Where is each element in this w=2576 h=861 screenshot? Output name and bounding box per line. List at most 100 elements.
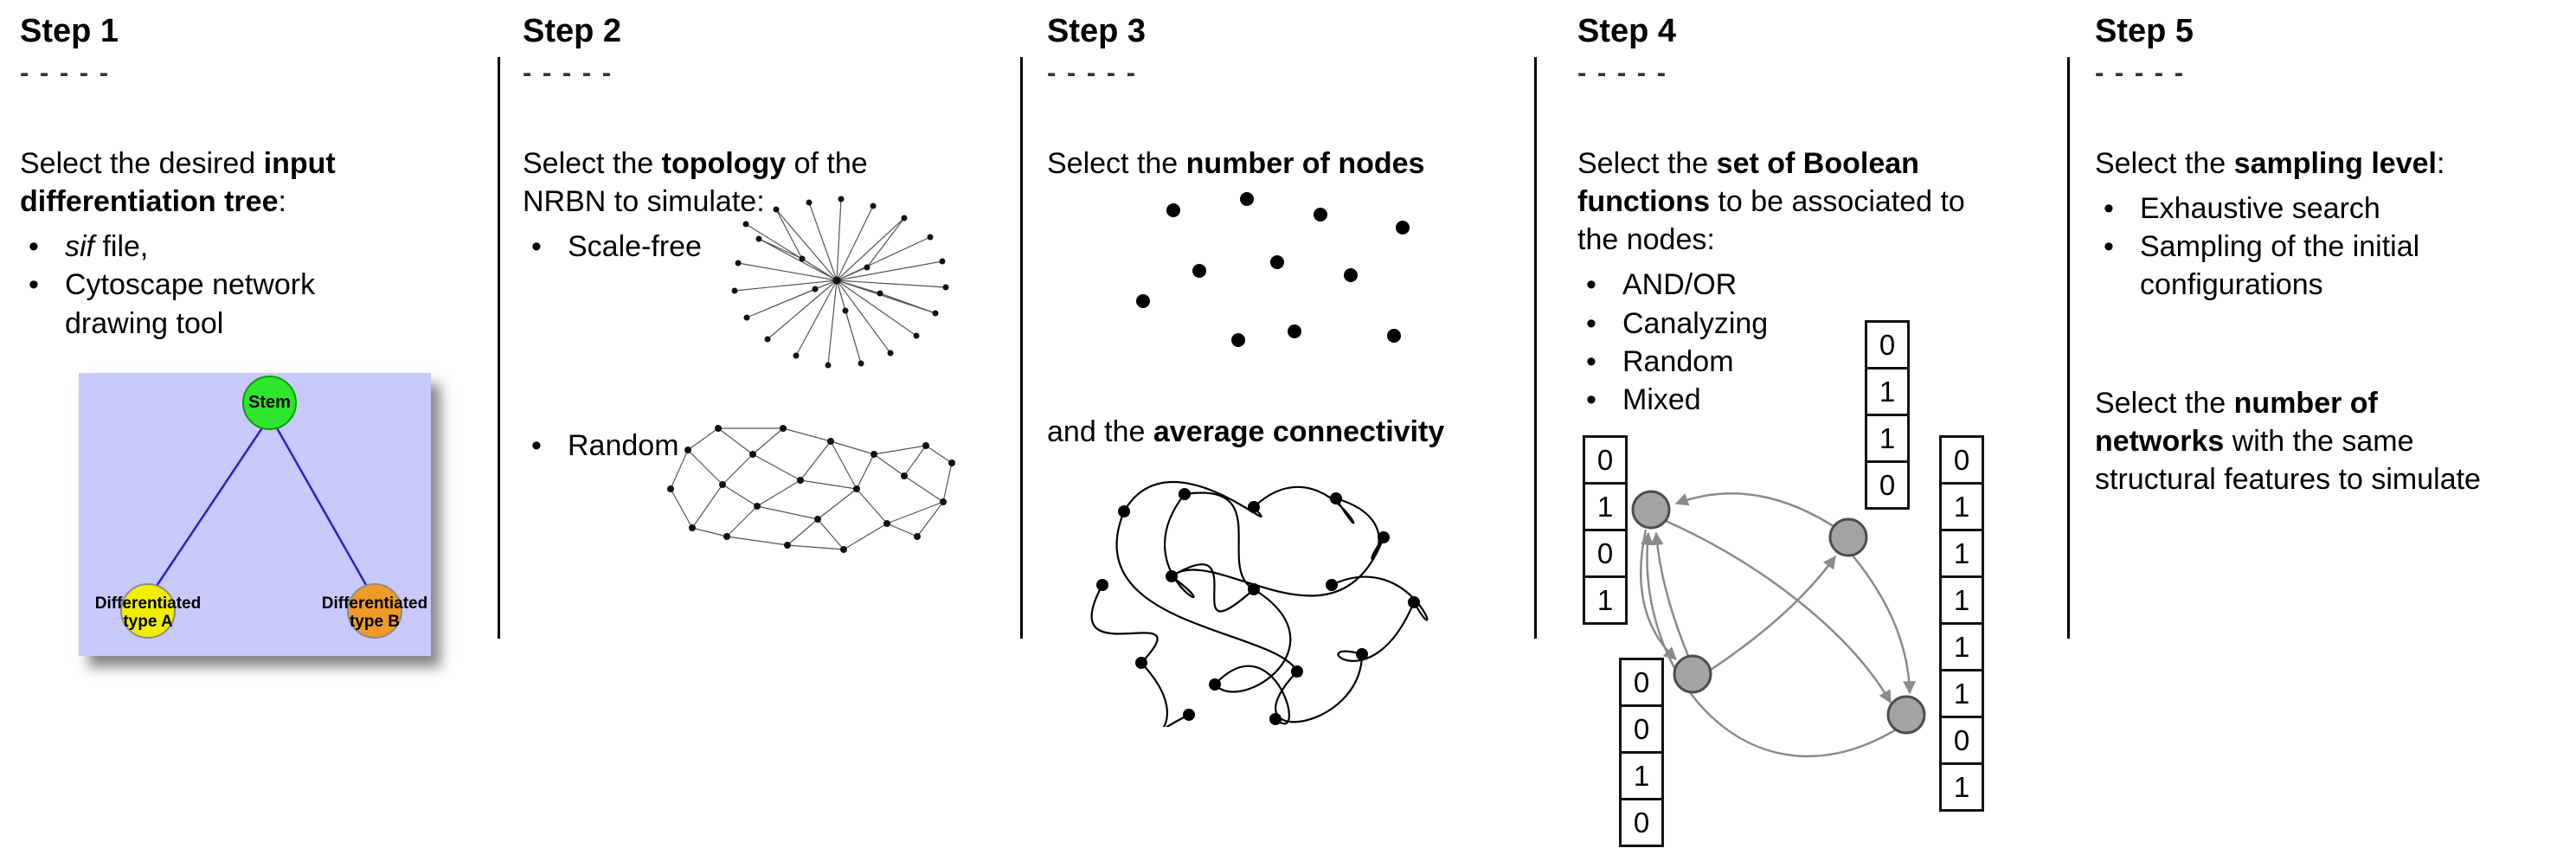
bullet-marker: •: [1586, 268, 1596, 302]
text-segment: Select the: [1047, 146, 1186, 180]
label-line: type A: [123, 613, 173, 631]
text-segment: the nodes:: [1577, 223, 1715, 257]
column-divider: [1020, 57, 1023, 639]
boolean-function-cell: 1: [1939, 482, 1984, 531]
boolean-function-cell: 1: [1939, 669, 1984, 718]
step-3-dashes: - - - - -: [1047, 56, 1138, 87]
text-segment: Random: [1622, 344, 1734, 378]
bullet-text: AND/OR: [1622, 266, 2059, 304]
boolean-function-cell: 1: [1583, 482, 1628, 531]
step-1-title: Step 1: [20, 13, 119, 49]
text-segment: :: [278, 184, 286, 218]
bullet-item: • AND/OR: [1577, 266, 2059, 304]
text-segment: Select the: [523, 146, 662, 180]
scale-free-network-figure: [707, 194, 961, 381]
text-segment: average connectivity: [1153, 415, 1445, 448]
boolean-function-cell: 0: [1939, 435, 1984, 485]
text-segment: :: [2436, 146, 2445, 180]
text-segment: file,: [94, 230, 149, 264]
connectivity-nodes: [1096, 488, 1420, 725]
bullet-marker: •: [531, 429, 542, 463]
step-5-bullets: • Exhaustive search • Sampling of the in…: [2095, 190, 2567, 305]
boolean-function-cell: 1: [1865, 414, 1910, 463]
text-segment: Scale-free: [568, 230, 702, 264]
scale-free-nodes: [731, 196, 949, 369]
step-2-column: Step 2 - - - - - Select the topology of …: [498, 0, 1020, 851]
bullet-marker: •: [2104, 191, 2114, 225]
label-line: Differentiated: [321, 594, 428, 613]
boolean-function-cell: 0: [1865, 460, 1910, 510]
step-5-title: Step 5: [2095, 13, 2194, 49]
text-segment: Mixed: [1622, 382, 1701, 416]
random-network-edges: [670, 427, 953, 550]
step-1-column: Step 1 - - - - - Select the desired inpu…: [0, 0, 498, 851]
bullet-marker: •: [29, 268, 39, 302]
text-segment: Sampling of the initial: [2140, 230, 2420, 264]
bullet-item: • Scale-free: [523, 228, 1005, 266]
differentiated-type-a-node: [120, 583, 176, 639]
step-3-title: Step 3: [1047, 13, 1147, 49]
text-segment: AND/OR: [1622, 268, 1738, 302]
text-segment: Select the: [2095, 146, 2234, 180]
step-2-title: Step 2: [523, 13, 622, 49]
text-segment: Cytoscape network: [65, 268, 316, 302]
boolean-function-cell: 1: [1939, 762, 1984, 812]
text-segment: functions: [1577, 184, 1710, 218]
text-segment: sif: [65, 230, 94, 264]
text-segment: Random: [568, 429, 679, 463]
column-divider: [498, 57, 500, 639]
bullet-marker: •: [29, 230, 39, 264]
column-divider: [2067, 57, 2070, 639]
step-4-column: Step 4 - - - - - Select the set of Boole…: [1534, 0, 2067, 851]
bullet-item: • sif file,: [20, 228, 482, 266]
text-segment: Select the desired: [20, 146, 264, 180]
differentiated-type-b-label: Differentiated type B: [305, 594, 444, 631]
connectivity-graph-figure: [1076, 464, 1446, 727]
step-3-intro: Select the number of nodes: [1047, 145, 1522, 183]
text-segment: Select the: [1577, 146, 1717, 180]
bullet-marker: •: [1586, 344, 1596, 378]
boolean-function-cell: 1: [1619, 751, 1664, 800]
text-segment: differentiation tree: [20, 184, 279, 218]
text-segment: and the: [1047, 415, 1153, 448]
step-5-intro: Select the sampling level:: [2095, 145, 2567, 183]
boolean-function-cell: 1: [1939, 529, 1984, 578]
step-5-column: Step 5 - - - - - Select the sampling lev…: [2067, 0, 2576, 851]
text-segment: of the: [786, 146, 868, 180]
step-2-dashes: - - - - -: [523, 56, 613, 87]
step-2-bullets: • Scale-free • Random: [523, 228, 1005, 465]
bullet-marker: •: [531, 230, 542, 264]
label-line: type B: [349, 613, 401, 631]
differentiated-type-b-node: [347, 583, 402, 639]
random-network-figure: [658, 407, 956, 562]
text-segment: number of: [2233, 386, 2378, 420]
column-divider: [1534, 57, 1537, 639]
boolean-function-cell: 1: [1939, 622, 1984, 671]
label-line: Differentiated: [94, 594, 202, 613]
text-segment: input: [263, 146, 336, 180]
bullet-text: sif file,: [65, 228, 482, 266]
text-segment: with the same: [2224, 424, 2414, 458]
text-segment: set of Boolean: [1716, 146, 1919, 180]
scatter-dots: [1136, 192, 1410, 347]
bullet-text: Exhaustive search: [2140, 190, 2567, 228]
bullet-text: Canalyzing: [1622, 305, 2059, 343]
text-segment: topology: [661, 146, 787, 180]
text-segment: structural features to simulate: [2095, 462, 2481, 496]
text-segment: sampling level: [2233, 146, 2437, 180]
step-4-bullets: • AND/OR • Canalyzing • Random • Mixed: [1577, 266, 2059, 419]
random-network-nodes: [667, 425, 955, 553]
bullet-marker: •: [1586, 382, 1596, 416]
differentiated-type-a-label: Differentiated type A: [79, 594, 217, 631]
text-segment: to be associated to: [1709, 184, 1965, 218]
bullet-text: Random: [568, 427, 1005, 465]
tree-edges: [151, 426, 371, 592]
boolean-function-cell: 0: [1619, 798, 1664, 847]
